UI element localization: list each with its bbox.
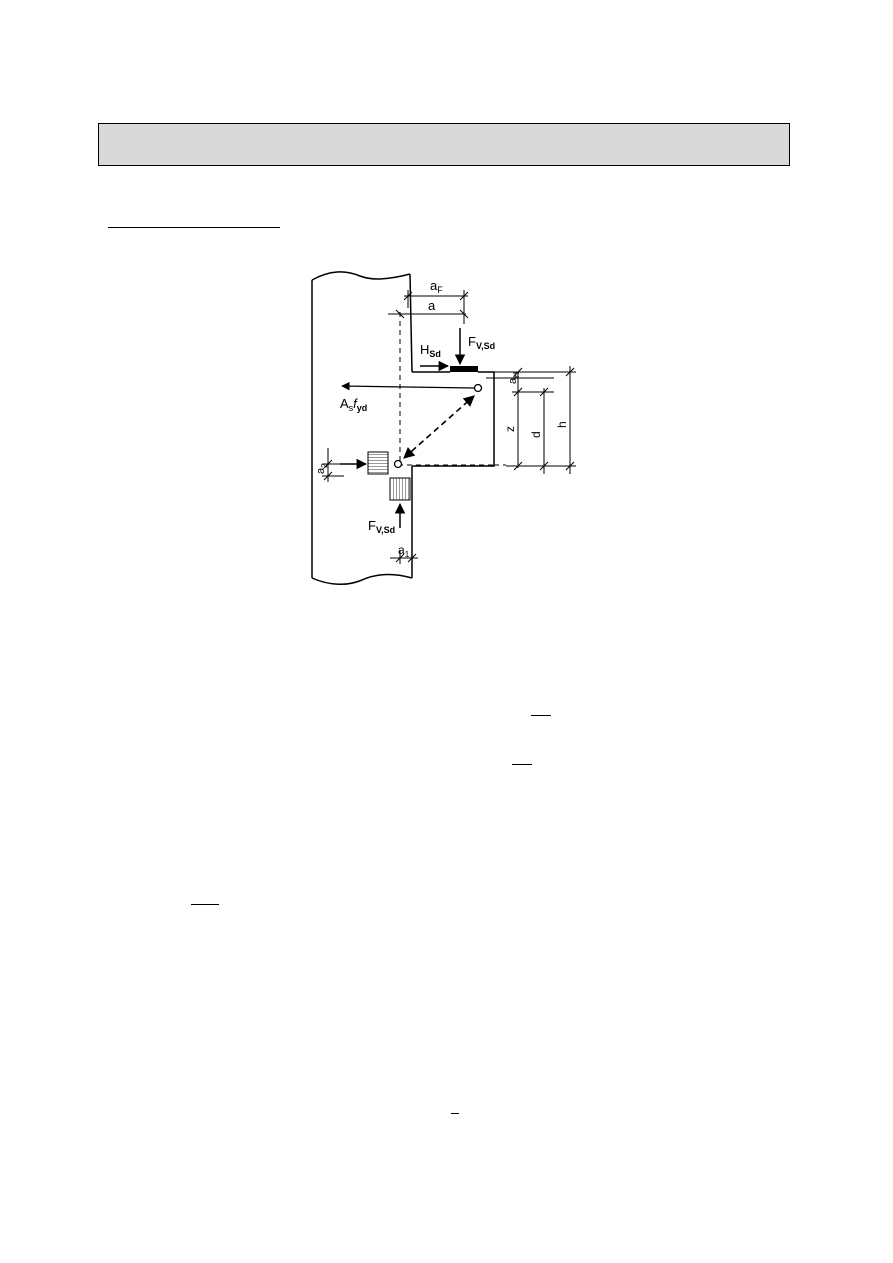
upper-node: [473, 383, 483, 393]
label-HSd: HSd: [420, 342, 441, 359]
corbel-strut-tie-figure: aF a HSd FV,Sd Asfyd aH z d h a2 FV,Sd a…: [300, 268, 590, 603]
column-outline: [311, 271, 495, 585]
corbel-diagram-svg: aF a HSd FV,Sd Asfyd aH z d h a2 FV,Sd a…: [311, 271, 576, 585]
fraction-bar-2: [512, 764, 532, 765]
label-d: d: [529, 431, 543, 438]
vertical-bearing-hatch: [389, 477, 411, 501]
dim-a2: [322, 448, 344, 482]
label-a: a: [428, 298, 436, 313]
label-AsFyd: Asfyd: [340, 396, 367, 413]
tie-force-arrow: [341, 381, 475, 391]
compression-strut: [403, 395, 475, 459]
construction-dashed-lines: [398, 312, 506, 466]
label-a1: a1: [398, 543, 410, 559]
fraction-bar-3: [191, 904, 219, 905]
label-aF: aF: [430, 278, 443, 295]
section-heading-underline: [108, 227, 280, 228]
section-header-box: [98, 123, 790, 166]
dim-aF: [403, 290, 469, 308]
lower-node: [393, 459, 403, 469]
dim-a1: [390, 550, 418, 564]
label-aH: aH: [507, 372, 521, 384]
fraction-bar-1: [531, 715, 551, 716]
label-FVSd-top: FV,Sd: [468, 334, 495, 351]
dim-a: [388, 308, 469, 324]
label-a2: a2: [315, 463, 329, 474]
bearing-plate: [450, 366, 478, 372]
label-h: h: [555, 421, 569, 428]
horizontal-bearing-hatch: [367, 451, 389, 475]
label-z: z: [503, 426, 517, 432]
label-FVSd-bottom: FV,Sd: [368, 518, 395, 535]
dim-right: [486, 366, 576, 474]
fraction-bar-4: [451, 1113, 459, 1114]
